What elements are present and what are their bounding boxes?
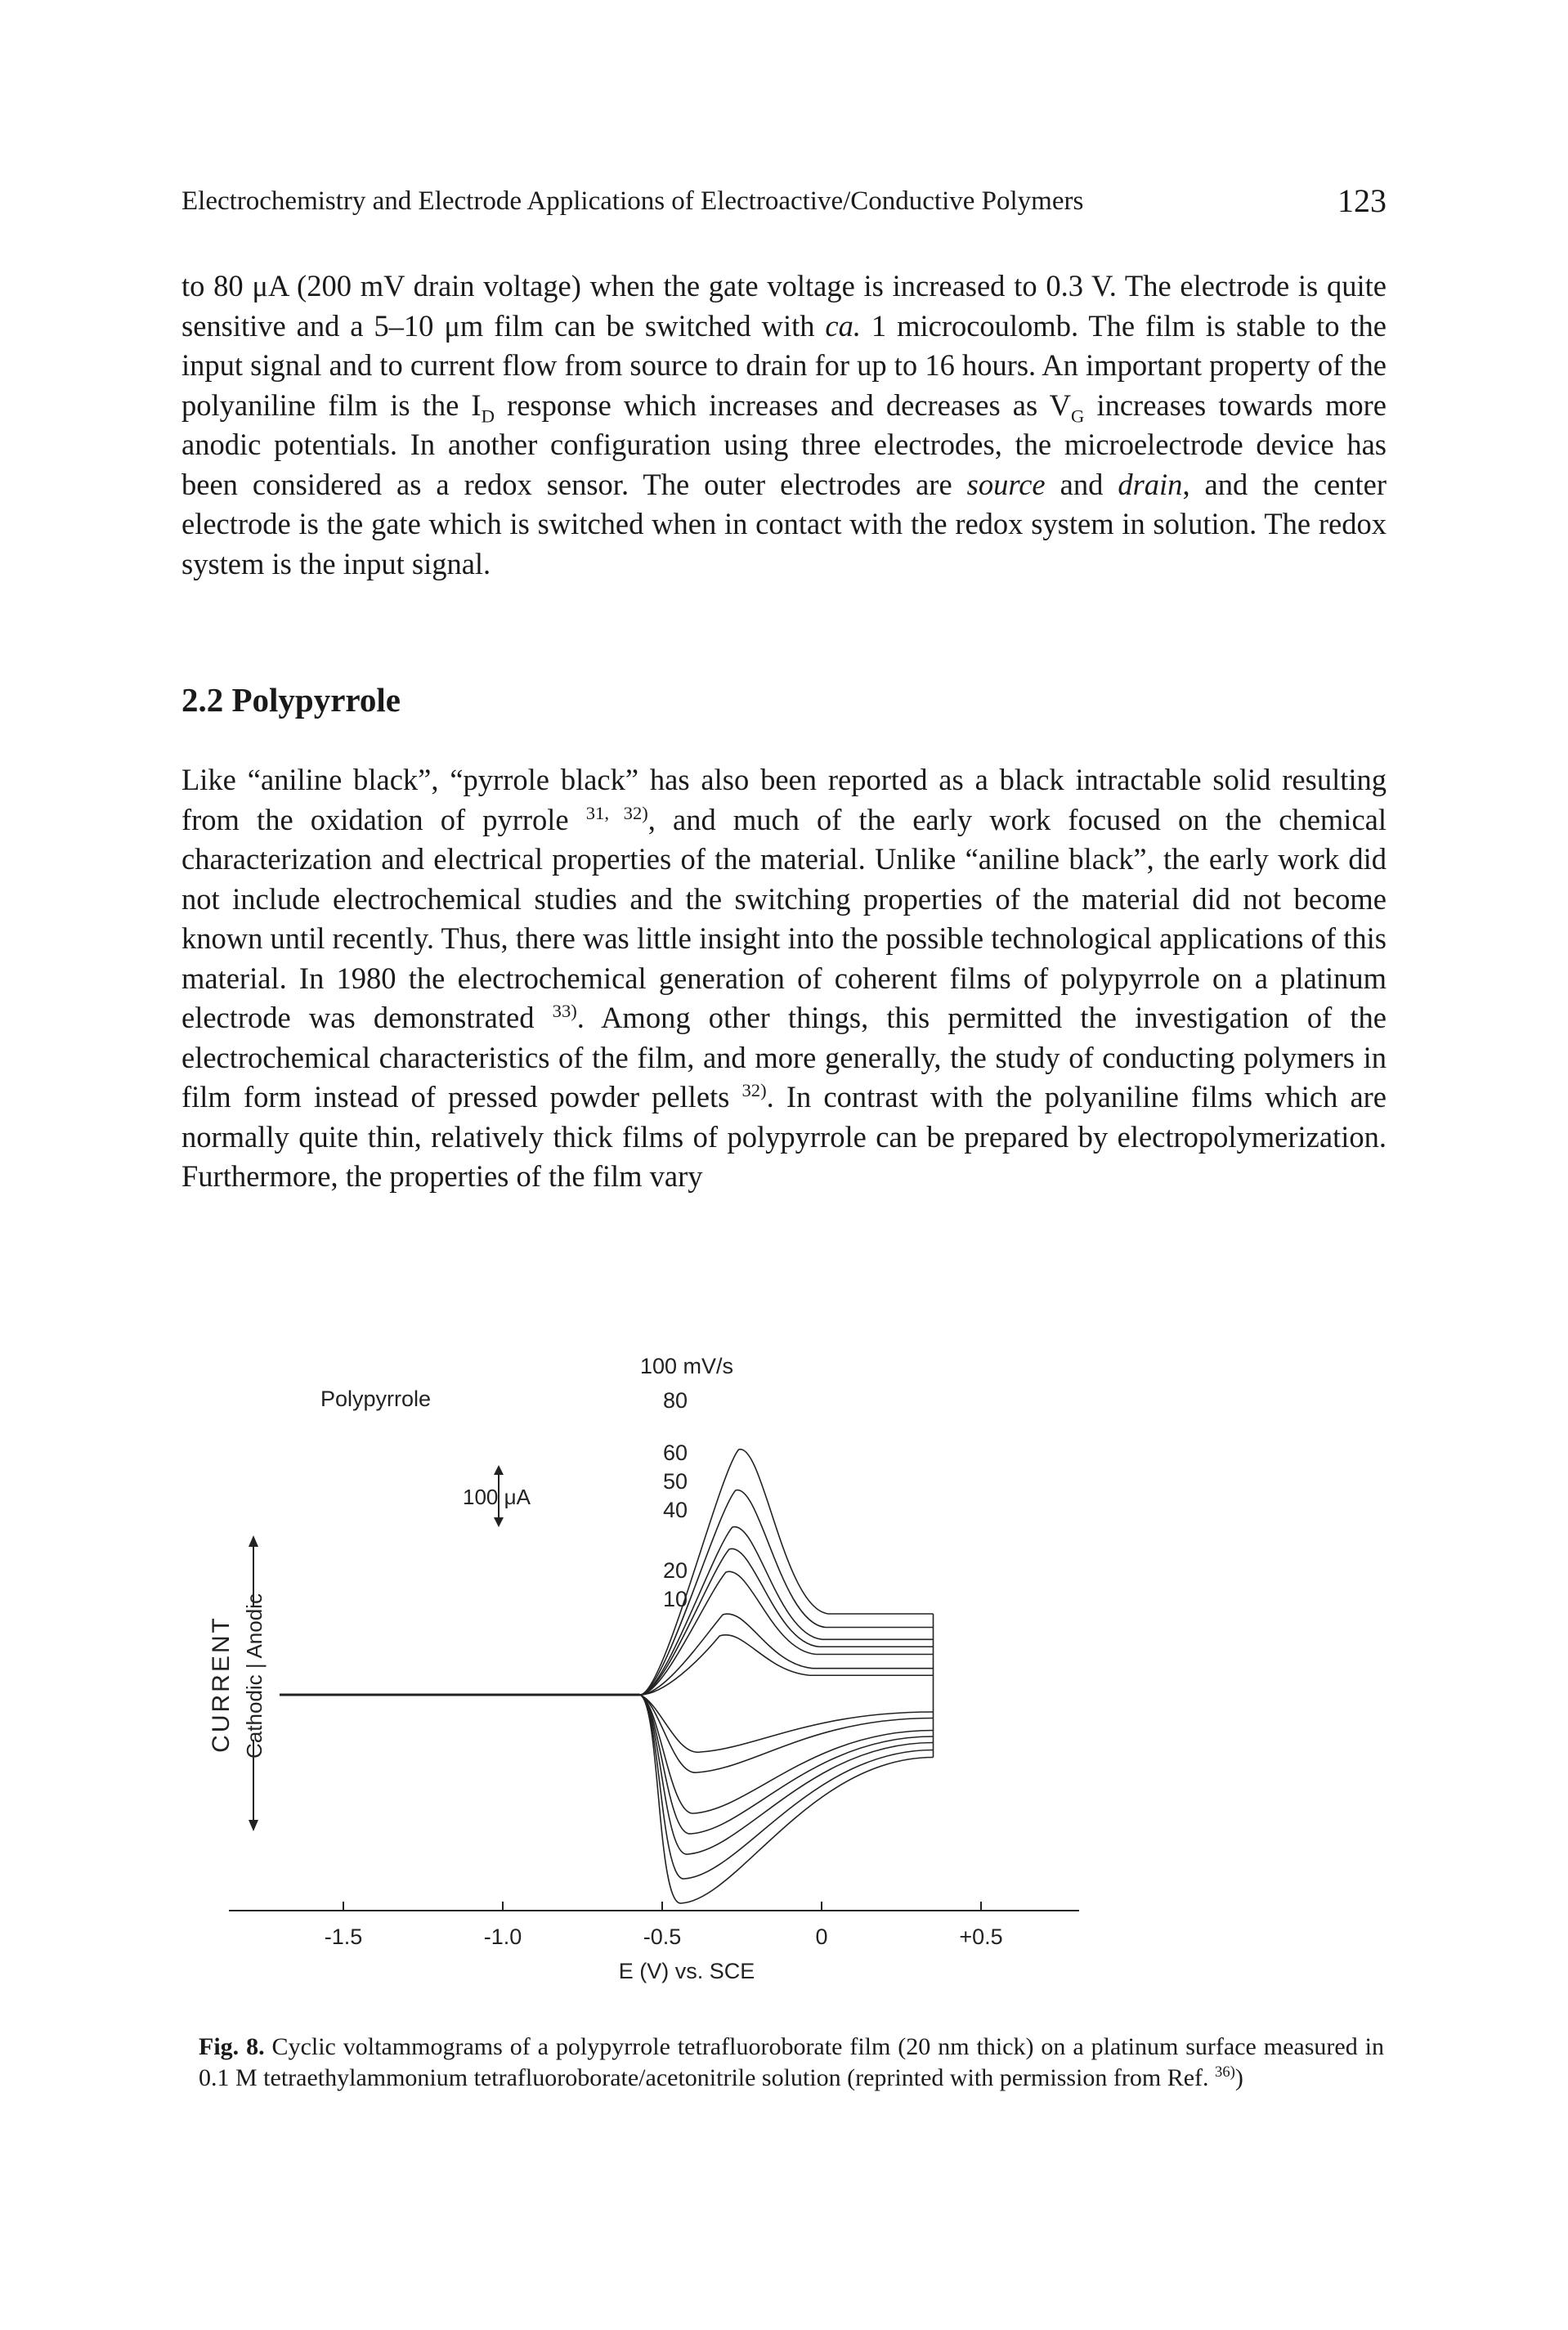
text-run: , and much of the early work focused on …: [181, 802, 1387, 1035]
body-paragraph-2: Like “aniline black”, “pyrrole black” ha…: [181, 760, 1387, 1197]
scale-bar: [494, 1465, 504, 1527]
text-run: response which increases and decreases a…: [494, 388, 1072, 422]
cv-curve-cathodic-80: [639, 1694, 934, 1880]
text-run: Like “aniline black”, “pyrrole black” ha…: [181, 763, 1387, 836]
text-run: and: [1045, 467, 1118, 501]
figure-label: Fig. 8.: [199, 2033, 265, 2060]
x-axis-title: E (V) vs. SCE: [619, 1959, 755, 1983]
text-run: . In contrast with the polyaniline films…: [181, 1080, 1387, 1193]
text-run-italic: ca.: [825, 308, 861, 343]
rate-label-20: 20: [663, 1558, 688, 1583]
subscript: G: [1071, 405, 1085, 426]
x-tick-label: -1.5: [325, 1924, 363, 1949]
rate-label-50: 50: [663, 1469, 688, 1494]
rate-label-80: 80: [663, 1388, 688, 1413]
x-tick-label: +0.5: [959, 1924, 1002, 1949]
rate-label-10: 10: [663, 1587, 688, 1611]
cv-curve-group: [280, 1449, 934, 1904]
x-tick-label: 0: [815, 1924, 827, 1949]
current-direction-arrows: [249, 1535, 258, 1831]
text-run: increases towards more anodic potentials…: [181, 388, 1387, 501]
text-run: . Among other things, this permitted the…: [181, 1001, 1387, 1113]
y-axis-subtitle: Cathodic | Anodic: [242, 1593, 267, 1759]
cv-curve-anodic-10: [639, 1633, 934, 1696]
cv-curve-cathodic-20: [639, 1694, 934, 1773]
subscript: D: [481, 405, 495, 426]
figure-caption: Fig. 8. Cyclic voltammograms of a polypy…: [199, 2032, 1384, 2094]
rate-label-40: 40: [663, 1498, 688, 1522]
section-heading: 2.2 Polypyrrole: [181, 681, 401, 719]
running-title: Electrochemistry and Electrode Applicati…: [181, 186, 1084, 216]
text-run-italic: drain: [1118, 467, 1183, 501]
cv-curve-anodic-20: [639, 1613, 934, 1696]
x-axis: -1.5 -1.0 -0.5 0 +0.5: [229, 1902, 1079, 1949]
x-tick-label: -0.5: [643, 1924, 682, 1949]
page-number: 123: [1337, 182, 1387, 219]
y-axis-title: CURRENT: [208, 1615, 235, 1753]
figure-cyclic-voltammogram: Polypyrrole 100 μA CURRENT Cathodic | An…: [164, 1341, 1177, 2019]
text-run: to 80 μA (200 mV drain voltage) when the…: [181, 269, 1387, 343]
cv-curve-anodic-50: [639, 1548, 934, 1696]
cv-curve-cathodic-100: [639, 1694, 934, 1904]
caption-text: ): [1234, 2064, 1243, 2091]
citation-superscript: 36): [1215, 2063, 1235, 2081]
cv-curve-cathodic-10: [639, 1694, 934, 1753]
x-tick-label: -1.0: [484, 1924, 522, 1949]
cv-curve-cathodic-50: [639, 1694, 934, 1835]
x-tick-group: -1.5 -1.0 -0.5 0 +0.5: [325, 1902, 1003, 1949]
rate-label-60: 60: [663, 1441, 688, 1465]
cv-curve-anodic-40: [639, 1571, 934, 1696]
cv-curve-anodic-80: [639, 1490, 934, 1696]
sample-label: Polypyrrole: [320, 1387, 431, 1411]
citation-superscript: 31, 32): [585, 802, 648, 823]
caption-text: Cyclic voltammograms of a polypyrrole te…: [199, 2033, 1384, 2091]
body-paragraph-1: to 80 μA (200 mV drain voltage) when the…: [181, 267, 1387, 584]
cv-chart: Polypyrrole 100 μA CURRENT Cathodic | An…: [208, 1354, 1079, 1983]
cv-curve-anodic-60: [639, 1526, 934, 1696]
rate-label-100: 100 mV/s: [640, 1354, 733, 1378]
citation-superscript: 33): [552, 1000, 577, 1021]
text-run: 1 microcoulomb. The film is stable to th…: [181, 308, 1387, 422]
cv-curve-cathodic-40: [639, 1694, 934, 1814]
running-head: Electrochemistry and Electrode Applicati…: [181, 181, 1387, 222]
cv-curve-anodic-100: [639, 1449, 934, 1696]
cv-curve-cathodic-60: [639, 1694, 934, 1855]
text-run: , and the center electrode is the gate w…: [181, 467, 1387, 580]
scale-bar-label: 100 μA: [463, 1485, 531, 1509]
citation-superscript: 32): [741, 1079, 767, 1100]
text-run-italic: source: [966, 467, 1046, 501]
